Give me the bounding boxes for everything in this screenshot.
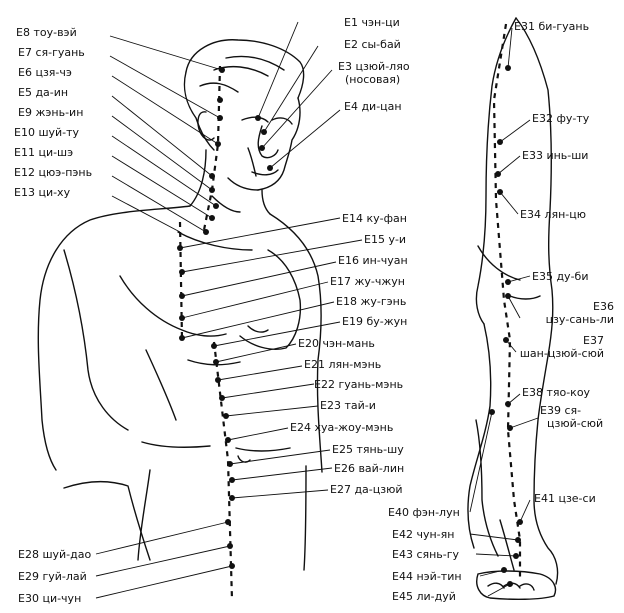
label-e35: E35 ду-би [532,270,589,283]
marker-e29 [227,543,233,549]
marker-e37 [503,337,509,343]
marker-e42 [515,537,521,543]
marker-e15 [179,269,185,275]
label-e21: E21 лян-мэнь [304,358,382,371]
marker-e38 [505,401,511,407]
marker-e4 [267,165,273,171]
marker-e3 [259,145,265,151]
label-e28: E28 шуй-дао [18,548,92,561]
label-e23: E23 тай-и [320,399,376,412]
label-e38: E38 тяо-коу [522,386,591,399]
label-e33: E33 инь-ши [522,149,589,162]
marker-e28 [225,519,231,525]
marker-e14 [177,245,183,251]
label-e17: E17 жу-чжун [330,275,405,288]
label-e26: E26 вай-лин [334,462,405,475]
marker-e40 [489,409,495,415]
marker-e27 [229,495,235,501]
marker-e34 [497,189,503,195]
marker-e5 [217,115,223,121]
label-e12: E12 цюэ-пэнь [14,166,93,179]
label-e7: E7 ся-гуань [18,46,85,59]
label-e10: E10 шуй-ту [14,126,80,139]
marker-e10 [209,187,215,193]
marker-e32 [497,139,503,145]
label-e44: E44 нэй-тин [392,570,462,583]
marker-e17 [179,315,185,321]
label-e22: E22 гуань-мэнь [314,378,404,391]
marker-e22 [219,395,225,401]
label-e34: E34 лян-цю [520,208,587,221]
marker-e35 [505,279,511,285]
marker-e45 [507,581,513,587]
marker-e1 [255,115,261,121]
label-e45: E45 ли-дуй [392,590,456,603]
label-e13: E13 ци-ху [14,186,71,199]
label-e30: E30 ци-чун [18,592,82,605]
marker-e6 [215,141,221,147]
label-e42: E42 чун-ян [392,528,455,541]
label-e15: E15 у-и [364,233,407,246]
marker-e8 [219,67,225,73]
marker-e9 [209,173,215,179]
label-e11: E11 ци-шэ [14,146,74,159]
label-e14: E14 ку-фан [342,212,407,225]
marker-e20 [213,359,219,365]
marker-e7 [217,97,223,103]
marker-e18 [179,335,185,341]
label-e18: E18 жу-гэнь [336,295,407,308]
torso-figure [37,39,323,601]
label-e29: E29 гуй-лай [18,570,87,583]
label-e43: E43 сянь-гу [392,548,460,561]
label-e16: E16 ин-чуан [338,254,408,267]
label-e40: E40 фэн-лун [388,506,460,519]
label-e8: E8 тоу-вэй [16,26,77,39]
label-e5: E5 да-ин [18,86,69,99]
marker-e31 [505,65,511,71]
label-e19: E19 бу-жун [342,315,408,328]
label-e25: E25 тянь-шу [332,443,404,456]
marker-e33 [495,171,501,177]
point-markers [177,65,523,587]
marker-e23 [223,413,229,419]
marker-e13 [203,229,209,235]
label-e41: E41 цзе-си [534,492,596,505]
leader-lines [95,21,539,599]
marker-e41 [517,519,523,525]
label-e2: E2 сы-бай [344,38,401,51]
marker-e12 [209,215,215,221]
marker-e44 [501,567,507,573]
label-e24: E24 хуа-жоу-мэнь [290,421,394,434]
marker-e39 [507,425,513,431]
marker-e25 [227,461,233,467]
marker-e24 [225,437,231,443]
label-e9: E9 жэнь-ин [18,106,84,119]
label-e4: E4 ди-цан [344,100,402,113]
marker-e36 [505,293,511,299]
marker-e11 [213,203,219,209]
marker-e26 [229,477,235,483]
label-e1: E1 чэн-ци [344,16,400,29]
marker-e43 [513,553,519,559]
label-e32: E32 фу-ту [532,112,590,125]
marker-e2 [261,129,267,135]
label-e39: E39 ся- цзюй-сюй [540,404,604,430]
label-e31: E31 би-гуань [514,20,590,33]
label-e20: E20 чэн-мань [298,337,375,350]
marker-e30 [229,563,235,569]
marker-e16 [179,293,185,299]
label-e3: E3 цзюй-ляо (носовая) [338,60,410,86]
marker-e19 [211,343,217,349]
leg-figure [467,17,559,601]
label-e6: E6 цзя-чэ [18,66,72,79]
marker-e21 [215,377,221,383]
label-e27: E27 да-цзюй [330,483,403,496]
